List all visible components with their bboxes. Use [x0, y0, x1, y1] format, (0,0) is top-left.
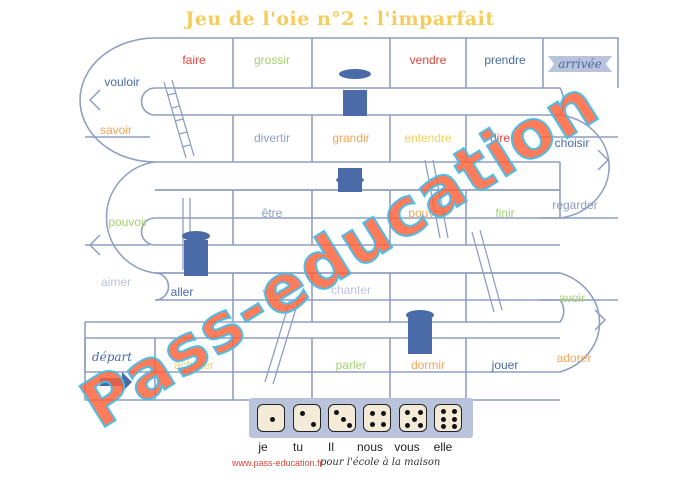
board-cell: divertir: [253, 131, 291, 145]
die-pip: [370, 411, 375, 416]
die-pip: [441, 424, 446, 429]
die-pip: [418, 423, 423, 428]
board-cell: aller: [170, 285, 194, 299]
board-cell: vendre: [409, 53, 447, 67]
board-cell: jouer: [491, 358, 519, 372]
die-pip: [347, 423, 352, 428]
die-pip: [452, 409, 457, 414]
board-cell: chanter: [330, 283, 372, 297]
board-cell: grandir: [332, 131, 370, 145]
board-cell: acheter: [173, 358, 215, 372]
board-cell: voir: [262, 285, 282, 299]
pronoun-label: tu: [292, 440, 304, 454]
die-pip: [381, 422, 386, 427]
die-face-5: [399, 404, 427, 432]
board-cell: aimer: [100, 275, 132, 289]
pronoun-label: elle: [433, 440, 453, 454]
start-label: départ: [91, 350, 133, 364]
die-pip: [340, 416, 346, 422]
die-pip: [370, 422, 375, 427]
die-pip: [334, 410, 339, 415]
board-cell: vouloir: [104, 75, 140, 89]
board-cell: grossir: [253, 53, 291, 67]
board-cell: pouvoir: [408, 206, 448, 220]
die-face-1: [257, 404, 285, 432]
board-cell: être: [261, 206, 283, 220]
die-pip: [269, 416, 275, 422]
board-cell: pouvoir: [108, 215, 148, 229]
die-pip: [441, 416, 446, 422]
die-pip: [411, 416, 417, 422]
board-cell: entendre: [404, 131, 452, 145]
footer-tagline: pour l'école à la maison: [320, 457, 441, 468]
die-pip: [311, 422, 316, 427]
pronoun-label: je: [258, 440, 268, 454]
pronoun-label: nous: [356, 440, 384, 454]
board-cell: regarder: [552, 198, 598, 212]
die-pip: [381, 411, 386, 416]
board-cell: dormir: [410, 358, 446, 372]
die-face-2: [293, 404, 321, 432]
board-cell: avoir: [558, 291, 586, 305]
board-cell: choisir: [554, 136, 590, 150]
pronoun-label: vous: [394, 440, 420, 454]
page-title: Jeu de l'oie n°2 : l'imparfait: [185, 8, 495, 30]
board-cell: faire: [182, 53, 206, 67]
die-pip: [405, 423, 410, 428]
end-label: arrivée: [558, 57, 602, 71]
board-cell: finir: [495, 206, 515, 220]
board-cell: dire: [489, 131, 511, 145]
die-face-6: [434, 404, 462, 432]
die-pip: [300, 411, 305, 416]
die-face-3: [328, 404, 356, 432]
pronoun-label: Il: [328, 440, 334, 454]
footer-url: www.pass-education.fr: [232, 458, 323, 468]
board-cell: prendre: [484, 53, 526, 67]
board-cell: savoir: [99, 123, 133, 137]
die-face-4: [363, 404, 391, 432]
board-cell: parler: [335, 358, 367, 372]
die-pip: [441, 409, 446, 414]
die-pip: [405, 410, 410, 415]
die-pip: [452, 424, 457, 429]
die-pip: [418, 410, 423, 415]
die-pip: [452, 416, 457, 422]
board-cell: adorer: [556, 351, 592, 365]
